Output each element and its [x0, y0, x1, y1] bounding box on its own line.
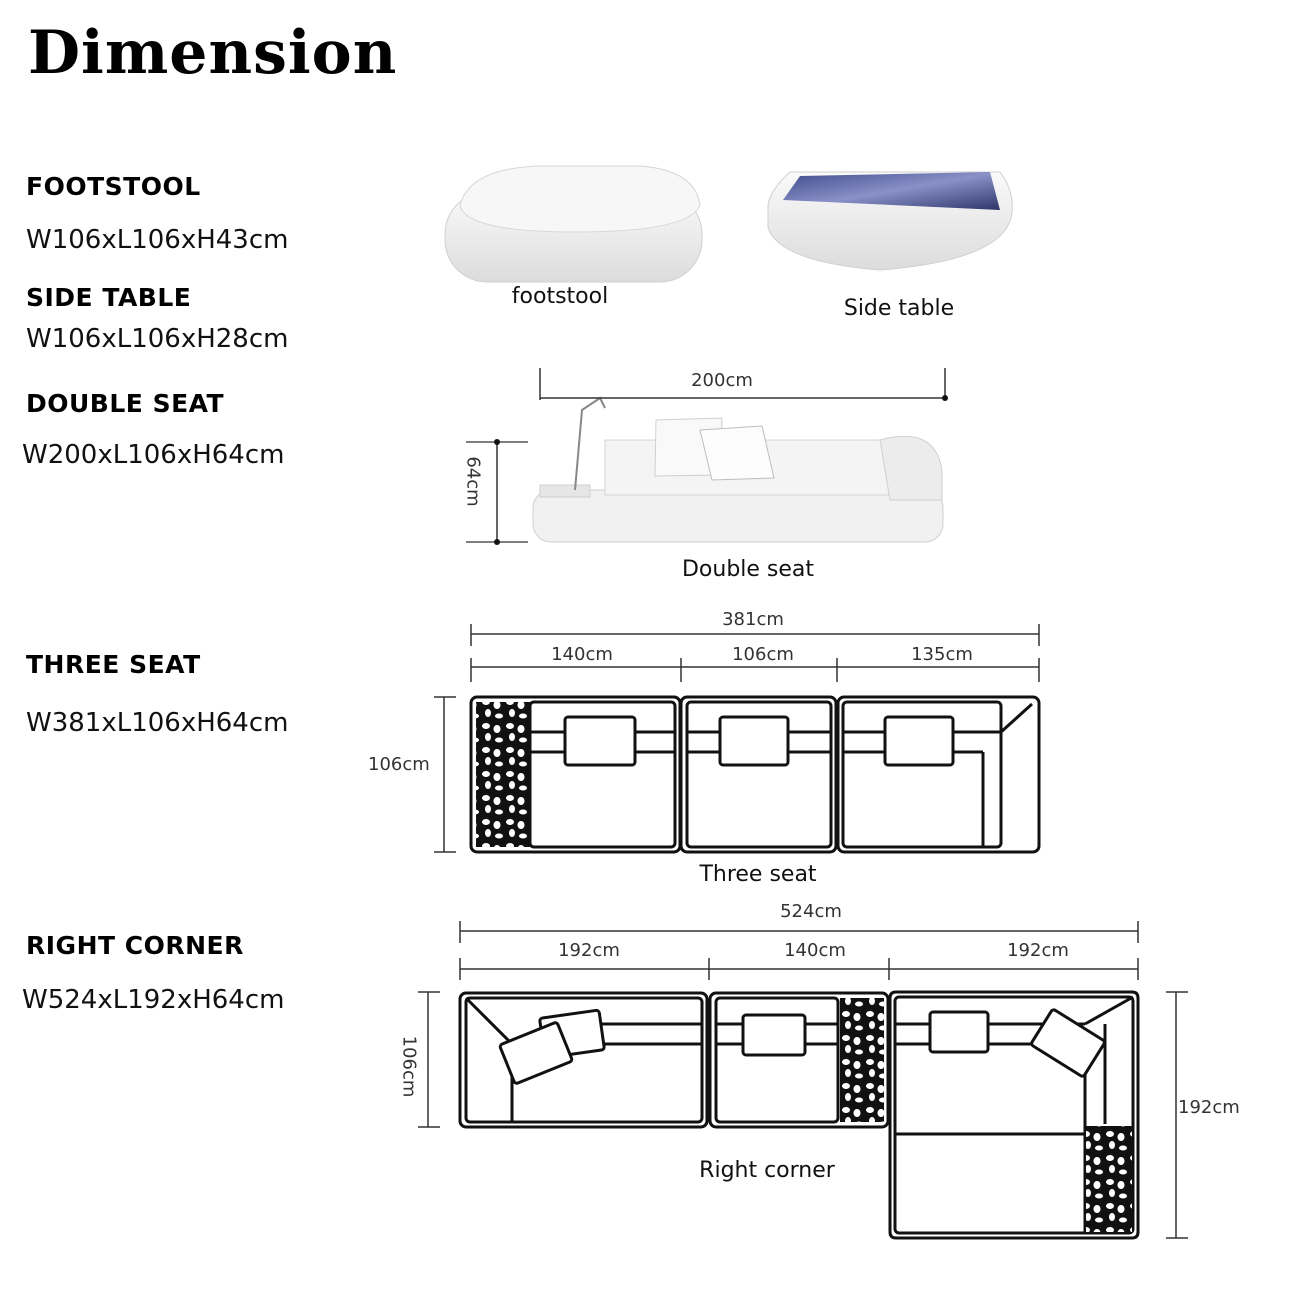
three-seat-segment-3: 135cm [911, 644, 973, 665]
right-corner-segment-1: 192cm [558, 940, 620, 961]
right-corner-drawing [418, 921, 1188, 1240]
right-corner-depth-label: 106cm [398, 1035, 420, 1098]
footstool-image [444, 165, 703, 283]
double-seat-caption: Double seat [681, 557, 815, 582]
double-seat-width-label: 200cm [691, 370, 753, 391]
three-seat-segment-2: 106cm [732, 644, 794, 665]
right-corner-caption: Right corner [699, 1158, 835, 1183]
footstool-dims: W106xL106xH43cm [26, 225, 289, 255]
three-seat-caption: Three seat [699, 862, 817, 887]
double-seat-dims: W200xL106xH64cm [22, 440, 285, 470]
right-corner-side-label: 192cm [1178, 1097, 1240, 1118]
double-seat-image [466, 368, 948, 545]
page-title: Dimension [28, 18, 398, 88]
double-seat-height-label: 64cm [462, 456, 484, 507]
side-table-image [767, 171, 1013, 271]
right-corner-dims: W524xL192xH64cm [22, 985, 285, 1015]
three-seat-drawing [434, 624, 1041, 854]
three-seat-dims: W381xL106xH64cm [26, 708, 289, 738]
right-corner-segment-3: 192cm [1007, 940, 1069, 961]
three-seat-total-label: 381cm [722, 609, 784, 630]
side-table-dims: W106xL106xH28cm [26, 324, 289, 354]
footstool-label: FOOTSTOOL [26, 172, 201, 201]
right-corner-total-label: 524cm [780, 901, 842, 922]
footstool-caption: footstool [511, 284, 609, 309]
three-seat-depth-label: 106cm [368, 754, 430, 775]
double-seat-label: DOUBLE SEAT [26, 389, 225, 418]
side-table-caption: Side table [843, 296, 955, 321]
side-table-label: SIDE TABLE [26, 283, 192, 312]
right-corner-segment-2: 140cm [784, 940, 846, 961]
three-seat-label: THREE SEAT [26, 650, 201, 679]
three-seat-segment-1: 140cm [551, 644, 613, 665]
right-corner-label: RIGHT CORNER [26, 931, 244, 960]
